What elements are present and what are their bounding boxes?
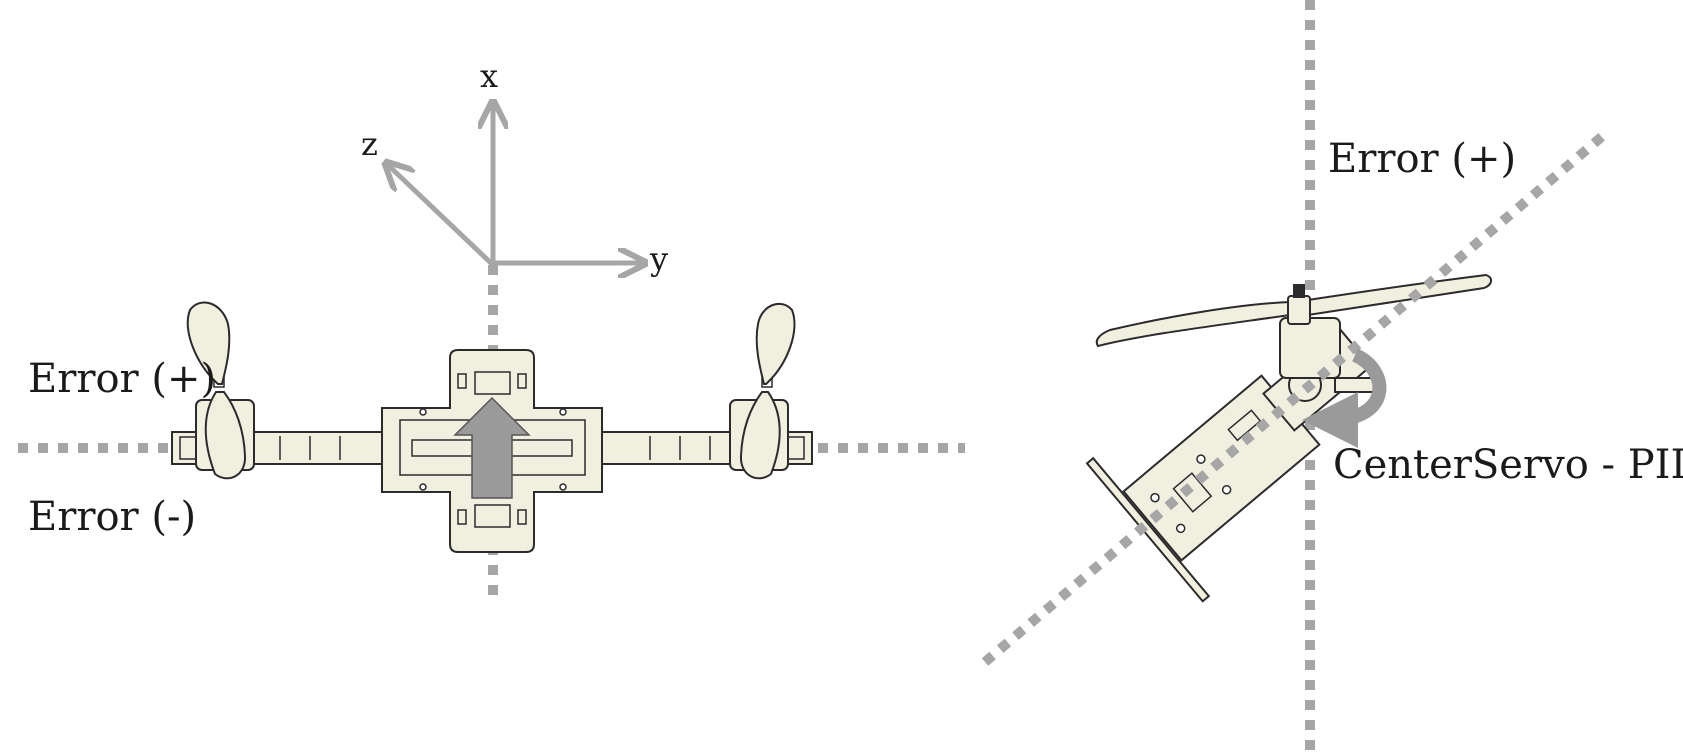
tilted-error-line <box>981 130 1609 666</box>
y-axis-label: y <box>649 240 668 278</box>
z-axis-arrow <box>388 165 495 267</box>
right-motor-propeller <box>729 302 796 480</box>
x-axis-label: x <box>480 57 498 95</box>
left-propeller-blade-lower <box>204 391 247 480</box>
motor-mount <box>1279 317 1341 379</box>
forward-direction-arrow <box>453 396 531 499</box>
tilted-propeller <box>1095 273 1492 348</box>
z-axis-label: z <box>361 125 378 163</box>
center-servo-pid-label: CenterServo - PID <box>1333 442 1683 488</box>
right-error-positive-label: Error (+) <box>1328 136 1516 182</box>
propeller-blade-left <box>1095 300 1291 348</box>
left-error-positive-label: Error (+) <box>28 356 216 402</box>
drone-top-view <box>171 301 813 553</box>
arm-details <box>179 436 805 460</box>
left-propeller-blade-upper <box>186 301 231 385</box>
propeller-nut <box>1293 284 1305 298</box>
left-error-negative-label: Error (-) <box>28 494 196 540</box>
propeller-hub <box>1287 295 1311 325</box>
propeller-blade-right <box>1307 273 1492 317</box>
coordinate-axes: x y z <box>361 57 668 278</box>
left-motor-propeller <box>186 301 255 480</box>
servo-rotation-arrow <box>1302 348 1387 448</box>
right-panel: Error (+) CenterServo - PID <box>981 0 1683 756</box>
right-propeller-blade-upper <box>755 302 796 385</box>
right-propeller-blade-lower <box>739 391 781 480</box>
left-panel: x y z <box>18 57 965 600</box>
servo-shaft <box>1334 377 1376 393</box>
